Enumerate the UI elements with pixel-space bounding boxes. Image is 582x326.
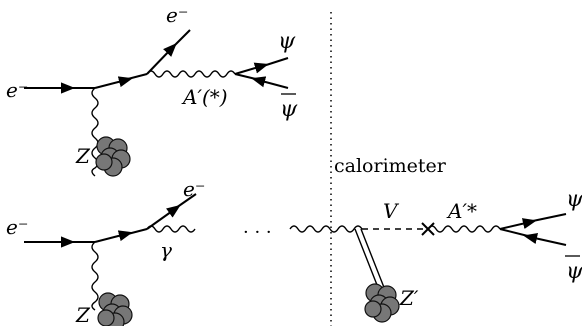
- label-z-prime: Z′: [399, 286, 419, 310]
- photon-wavy-line: [289, 225, 363, 233]
- label-z-1: Z: [75, 144, 91, 168]
- nucleus-icon-zprime: [364, 283, 400, 323]
- psibar-line-2: [523, 233, 567, 246]
- label-gamma: γ: [160, 238, 172, 262]
- nucleus-icon-2: [97, 292, 133, 326]
- label-psibar-1: ψ: [280, 97, 298, 122]
- gamma-wavy-line: [146, 225, 196, 233]
- label-e-out-1: e⁻: [166, 3, 188, 27]
- ellipsis: · · ·: [243, 222, 272, 243]
- label-aprime-1: A′(*): [181, 85, 228, 109]
- psi-line-1: [234, 62, 269, 75]
- electron-out-line-1: [146, 42, 177, 75]
- label-psi-1: ψ: [278, 29, 296, 54]
- electron-mid-line-1: [94, 76, 133, 89]
- label-aprime-2: A′*: [446, 199, 477, 223]
- aprime-wavy-line-2: [427, 225, 501, 233]
- calorimeter-label: calorimeter: [334, 155, 447, 177]
- psibar-line-1: [251, 76, 289, 89]
- label-v: V: [383, 199, 400, 223]
- psi-line-2: [499, 218, 537, 230]
- top-diagram: e⁻ e⁻ ψ ψ A′(*) Z: [6, 3, 298, 177]
- photon-to-nucleus-2: [91, 241, 99, 311]
- label-psi-2: ψ: [566, 187, 582, 212]
- z-prime-double-line: [354, 228, 386, 291]
- label-e-in-1: e⁻: [6, 78, 28, 102]
- electron-mid-line-2: [94, 230, 133, 243]
- aprime-wavy-line-1: [146, 70, 236, 78]
- bottom-diagram: e⁻ e⁻ γ · · · V A′* ψ ψ Z Z′: [6, 177, 582, 326]
- label-psibar-2: ψ: [566, 259, 582, 284]
- label-e-in-2: e⁻: [6, 215, 28, 239]
- nucleus-icon-1: [95, 136, 131, 177]
- label-e-out-2: e⁻: [183, 177, 205, 201]
- label-z-2: Z: [75, 303, 91, 326]
